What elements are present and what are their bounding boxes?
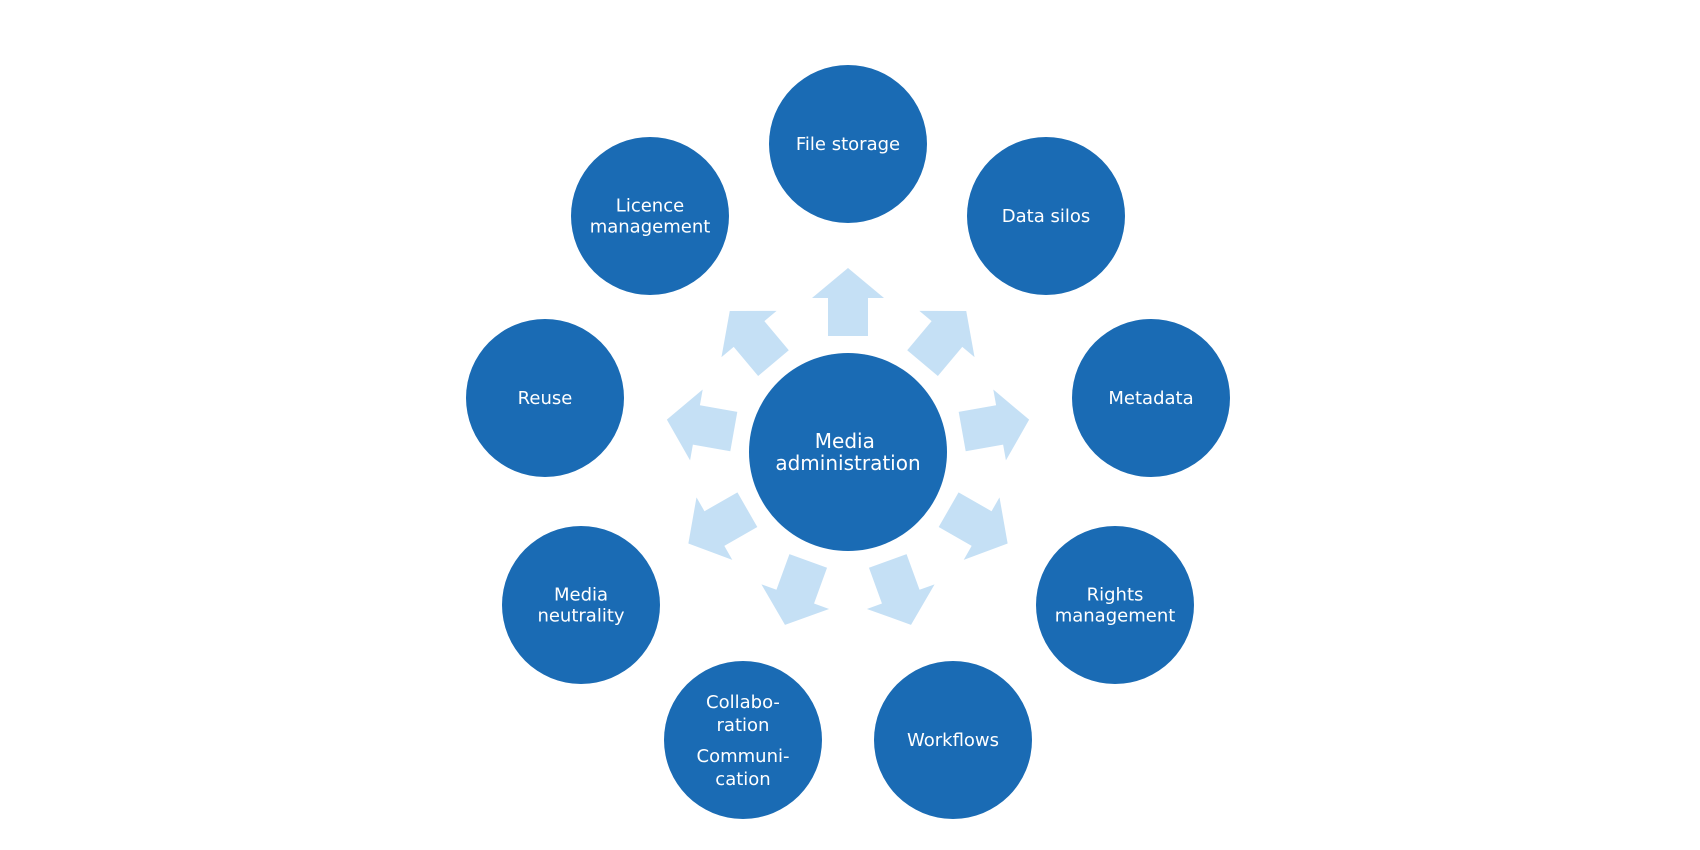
node-licence-management-circle <box>571 137 729 295</box>
node-reuse-label-line-1: Reuse <box>518 388 573 409</box>
center-node-label-line-1: Media <box>815 429 875 453</box>
node-workflows-label-line-1: Workflows <box>907 730 999 751</box>
node-metadata: Metadata <box>1072 319 1230 477</box>
node-data-silos-label: Data silos <box>1002 206 1090 227</box>
node-collaboration-communication-label-line-1: Collabo- <box>706 692 780 713</box>
node-data-silos-circle <box>967 137 1125 295</box>
node-licence-management-label-line-1: Licence <box>616 195 684 216</box>
center-node-circle <box>749 353 947 551</box>
arrow-to-file-storage <box>812 268 884 336</box>
node-rights-management-label-line-1: Rights <box>1087 584 1144 605</box>
arrow-to-media-neutrality <box>688 492 758 560</box>
node-reuse: Reuse <box>466 319 624 477</box>
node-metadata-label-line-1: Metadata <box>1108 388 1193 409</box>
node-workflows: Workflows <box>874 661 1032 819</box>
node-file-storage-label: File storage <box>796 134 900 155</box>
node-collaboration-communication-label-line-4: cation <box>715 769 770 790</box>
node-file-storage-label-line-1: File storage <box>796 134 900 155</box>
node-data-silos: Data silos <box>967 137 1125 295</box>
arrow-to-licence-management <box>721 310 789 376</box>
node-rights-management-circle <box>1036 526 1194 684</box>
arrow-to-workflows <box>866 554 935 625</box>
node-workflows-label: Workflows <box>907 730 999 751</box>
node-rights-management-label-line-2: management <box>1055 605 1176 626</box>
arrow-to-reuse <box>666 389 738 461</box>
node-licence-management-label-line-2: management <box>590 216 711 237</box>
node-media-neutrality-label-line-2: neutrality <box>537 605 624 626</box>
node-metadata-circle <box>1072 319 1230 477</box>
center-node: Media administration <box>749 353 947 551</box>
center-node-label-line-2: administration <box>775 451 920 475</box>
center-node-label: Media administration <box>775 429 920 475</box>
node-media-neutrality-circle <box>502 526 660 684</box>
node-reuse-label: Reuse <box>518 388 573 409</box>
node-metadata-label: Metadata <box>1108 388 1193 409</box>
node-collaboration-communication-label-line-3: Communi- <box>697 746 790 767</box>
node-reuse-circle <box>466 319 624 477</box>
node-workflows-circle <box>874 661 1032 819</box>
node-file-storage: File storage <box>769 65 927 223</box>
arrow-to-collaboration-communication <box>761 554 830 625</box>
node-collaboration-communication-circle <box>664 661 822 819</box>
arrows-layer <box>666 268 1030 625</box>
node-data-silos-label-line-1: Data silos <box>1002 206 1090 227</box>
arrow-to-metadata <box>958 389 1030 461</box>
node-file-storage-circle <box>769 65 927 223</box>
node-media-neutrality-label-line-1: Media <box>554 584 608 605</box>
arrow-to-rights-management <box>938 492 1008 560</box>
arrow-to-data-silos <box>907 310 975 376</box>
node-collaboration-communication-label-line-2: ration <box>717 715 770 736</box>
